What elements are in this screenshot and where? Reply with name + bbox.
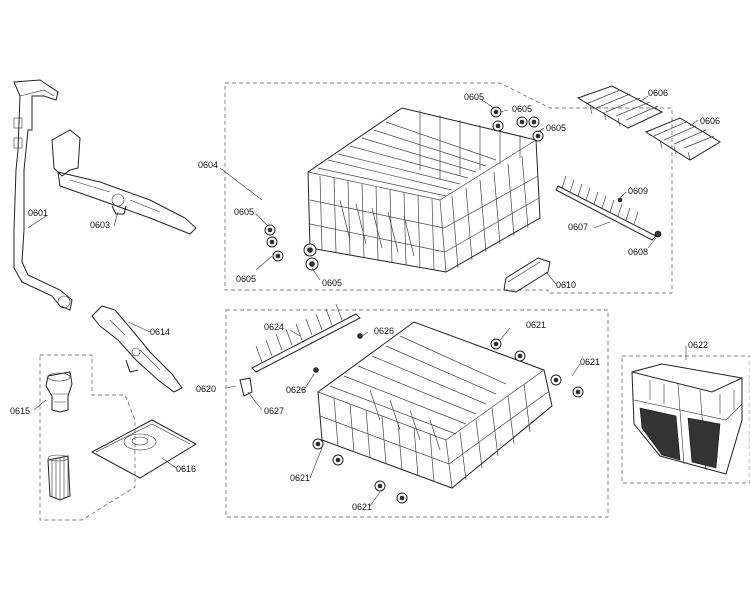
label-0621-top: 0621 — [526, 320, 546, 330]
fine-filter-plate-part — [90, 419, 198, 479]
label-0606-left: 0606 — [648, 88, 668, 98]
lower-tine-row-part — [239, 303, 363, 397]
label-0605-top-right: 0605 — [546, 123, 566, 133]
label-0626-right: 0626 — [374, 326, 394, 336]
label-0622: 0622 — [688, 340, 708, 350]
upper-rack-group-outline — [224, 82, 673, 294]
label-0621-left: 0621 — [290, 473, 310, 483]
lower-rack-part — [317, 321, 553, 489]
cutlery-basket-part — [631, 363, 743, 475]
lower-rack-group-outline — [225, 309, 609, 518]
lower-spray-arm-part — [91, 305, 183, 393]
label-0616: 0616 — [176, 464, 196, 474]
upper-rack-wheels-part — [264, 106, 544, 271]
label-0615: 0615 — [10, 406, 30, 416]
part-labels: 0601 0603 0604 0605 0605 0605 0605 0605 … — [10, 88, 720, 512]
label-0624: 0624 — [264, 322, 284, 332]
upper-rack-part — [307, 107, 541, 273]
supply-pipe-part — [13, 79, 73, 311]
label-0607: 0607 — [568, 222, 588, 232]
label-0605-left-lower: 0605 — [236, 274, 256, 284]
upper-spray-arm-part — [51, 129, 197, 235]
label-0605-top-left: 0605 — [464, 92, 484, 102]
label-0614: 0614 — [150, 327, 170, 337]
filter-group-outline — [39, 354, 136, 521]
cup-shelves-part — [576, 85, 721, 161]
rack-handle-part — [503, 257, 551, 293]
leader-lines — [27, 95, 699, 507]
label-0605-bottom: 0605 — [322, 278, 342, 288]
label-0610: 0610 — [556, 280, 576, 290]
label-0621-bottom: 0621 — [352, 502, 372, 512]
label-0601: 0601 — [28, 208, 48, 218]
tine-row-part — [555, 175, 662, 241]
label-0605-top-mid: 0605 — [512, 104, 532, 114]
label-0608: 0608 — [628, 247, 648, 257]
label-0621-right: 0621 — [580, 357, 600, 367]
label-0627: 0627 — [264, 406, 284, 416]
label-0606-right: 0606 — [700, 116, 720, 126]
label-0609: 0609 — [628, 186, 648, 196]
label-0604: 0604 — [198, 160, 218, 170]
label-0626-left: 0626 — [286, 385, 306, 395]
label-0605-left-upper: 0605 — [234, 207, 254, 217]
lower-rack-wheels-part — [312, 338, 584, 504]
filter-part — [45, 371, 73, 501]
cutlery-basket-group-outline — [621, 355, 750, 484]
label-0620: 0620 — [196, 384, 216, 394]
label-0603: 0603 — [90, 220, 110, 230]
